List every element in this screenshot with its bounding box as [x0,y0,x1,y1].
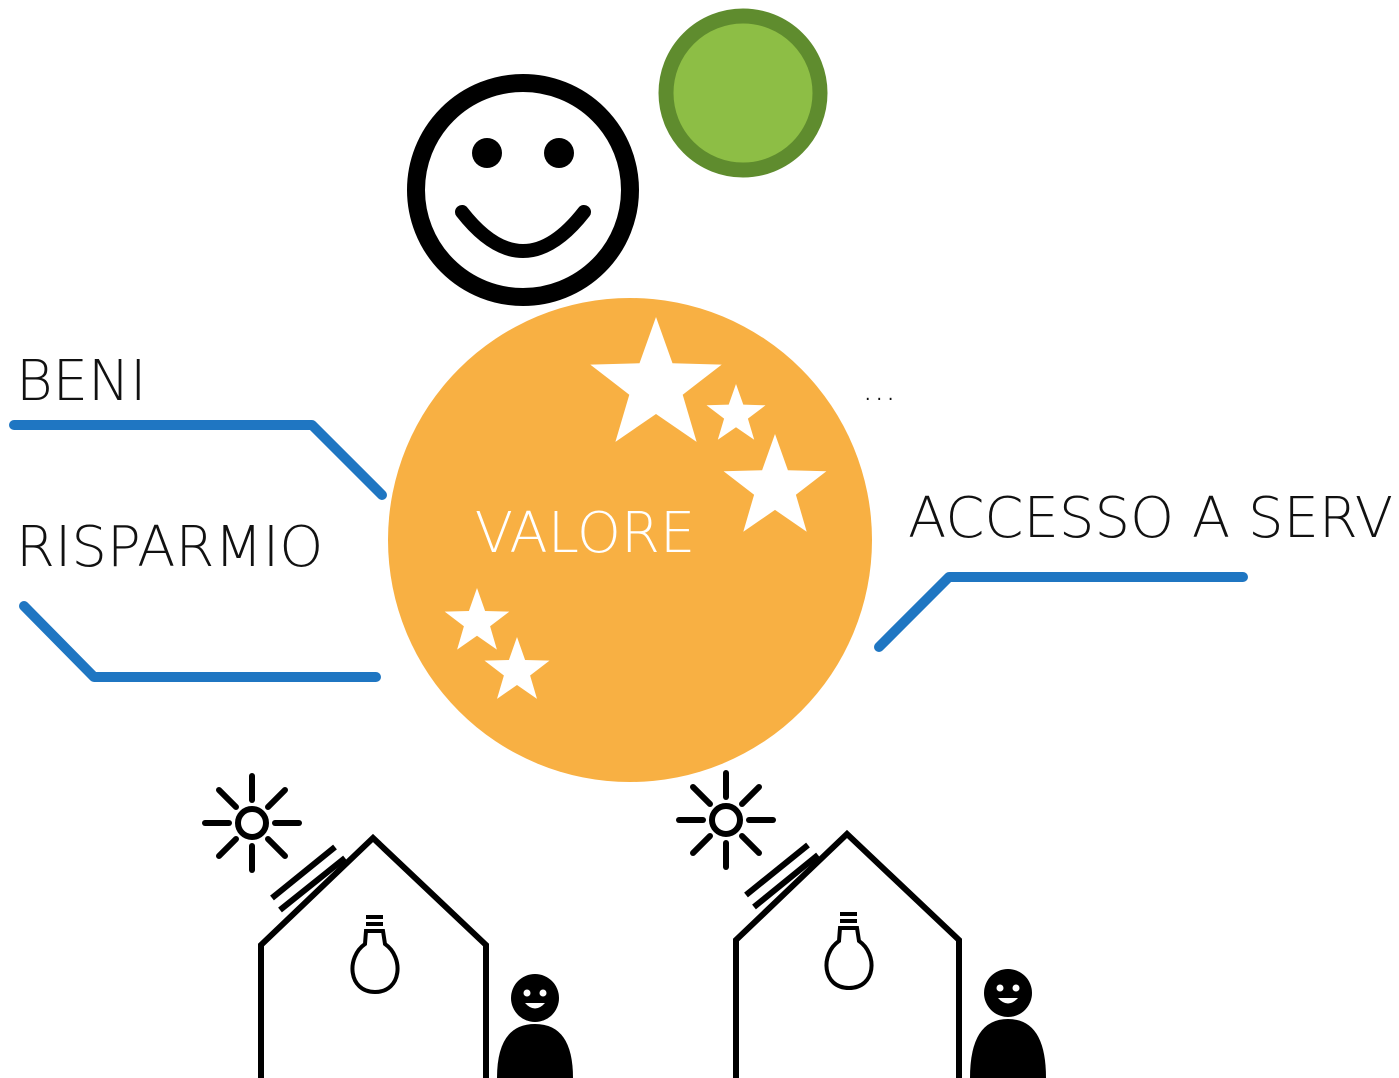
solar-panel [270,844,337,901]
connector-servizi [874,572,1248,652]
solar-panel [752,852,820,910]
left-top-label: BENI [16,349,146,414]
house-icon [258,833,489,1078]
sun-icon [676,770,776,870]
lightbulb-icon [350,915,400,995]
solar-panel [278,855,347,913]
value-circle: VALORE [388,298,872,782]
star-icon [706,384,766,440]
star-icon [590,317,722,442]
center-label: VALORE [475,501,696,566]
connector-lines [9,420,1248,682]
smiley-face-icon [407,74,639,306]
star-icon [484,637,550,699]
connector-beni [9,420,387,500]
green-dot-icon [658,8,828,178]
person-icon [970,969,1046,1078]
lightbulb-icon [824,912,874,991]
person-icon [497,974,573,1078]
right-ellipsis: ... [862,368,896,409]
solar-panel [744,842,810,898]
connector-risparmio [19,601,381,682]
star-icon [723,434,827,532]
star-icon [444,588,510,650]
right-label: ACCESSO A SERVIZI [908,486,1399,551]
sun-icon [202,773,302,873]
left-bottom-label: RISPARMIO [16,515,323,580]
house-icon [733,829,962,1078]
